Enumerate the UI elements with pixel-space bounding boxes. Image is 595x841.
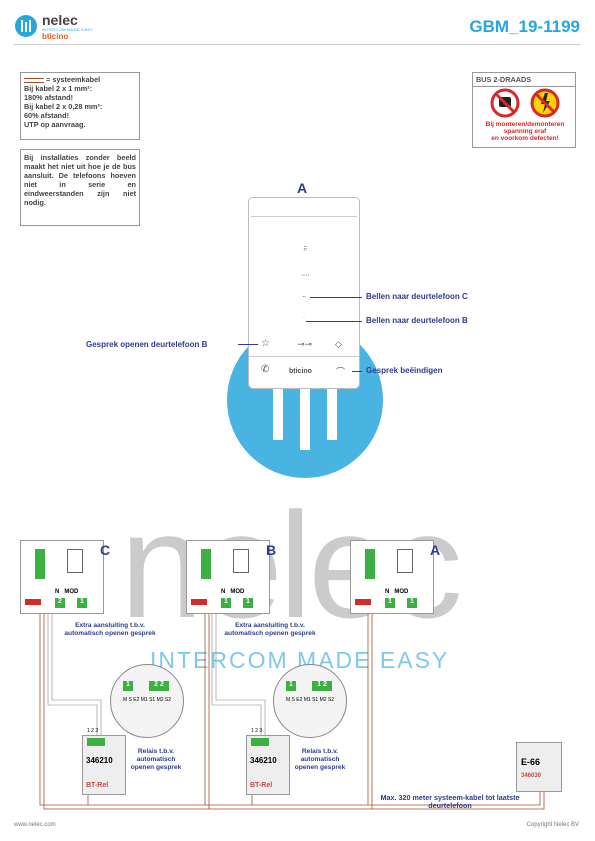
cable-title: = systeemkabel xyxy=(46,75,101,84)
relay-note: Relais t.b.v. automatisch openen gesprek xyxy=(294,748,346,771)
logo-icon xyxy=(15,15,37,37)
power-note: Max. 320 meter systeem-kabel tot laatste… xyxy=(380,793,520,810)
zoom-terminals: M S E2 M1 S1 M2 S2 xyxy=(285,697,335,703)
device-a: ⠿ ⠤⠤ ⠒ · ☆ ⊸⊸ ◇ ✆ bticino ⌒ xyxy=(248,197,360,389)
cable-line: UTP op aanvraag. xyxy=(24,120,86,129)
warning-text-1: Bij monteren/demonteren xyxy=(485,121,565,128)
header-rule xyxy=(14,44,580,45)
install-text: Bij installaties zonder beeld maakt het … xyxy=(24,153,136,207)
n-value: 1 xyxy=(221,598,231,608)
power-model: E-66 xyxy=(521,757,541,767)
handset-slot-icon xyxy=(233,549,249,573)
doc-code: GBM_19-1199 xyxy=(469,17,580,36)
mod-value: 1 xyxy=(407,598,417,608)
onoff-switch-icon xyxy=(191,599,207,605)
star-icon[interactable]: ☆ xyxy=(261,338,270,349)
cable-line: Bij kabel 2 x 1 mm²: xyxy=(24,84,93,93)
zoom-circle: 1 2 2 M S E2 M1 S1 M2 S2 xyxy=(110,664,184,738)
watermark-bars-icon xyxy=(273,370,337,450)
logo-tagline: INTERCOM MADE EASY xyxy=(42,27,94,32)
wall-unit-b: N MOD 1 1 xyxy=(186,540,270,614)
no-voltage-icon xyxy=(530,88,560,118)
device-label: A xyxy=(297,180,308,196)
callout-open-b: Gesprek openen deurtelefoon B xyxy=(86,340,208,349)
device-brand: bticino xyxy=(289,368,312,375)
handset-icon[interactable]: ✆ xyxy=(261,364,270,375)
eye-icon[interactable]: ◇ xyxy=(335,339,342,349)
relay-terminals: 1 2 3 xyxy=(87,728,99,734)
hangup-icon[interactable]: ⌒ xyxy=(336,367,346,377)
callout-arrow xyxy=(238,344,258,345)
zoom-circle: 1 1 2 M S E2 M1 S1 M2 S2 xyxy=(273,664,347,738)
callout-arrow xyxy=(352,371,362,372)
wall-unit-a: N MOD 1 1 xyxy=(350,540,434,614)
footer-left: www.nelec.com xyxy=(14,822,56,828)
install-note: Bij installaties zonder beeld maakt het … xyxy=(20,149,140,226)
warning-text-2: spanning eraf xyxy=(503,128,547,135)
onoff-switch-icon xyxy=(25,599,41,605)
device-bottom-line xyxy=(249,356,359,357)
extra-note: Extra aansluiting t.b.v. automatisch ope… xyxy=(224,622,316,637)
warning-icons xyxy=(490,88,560,118)
terminal-block-icon xyxy=(251,738,269,746)
warning-title: BUS 2-DRAADS xyxy=(473,73,575,87)
cable-line: 180% afstand! xyxy=(24,93,74,102)
callout-end: Gesprek beëindigen xyxy=(366,366,443,375)
relay-brand: BT-Rel xyxy=(86,782,109,789)
power-supply: E-66 346030 xyxy=(516,742,562,792)
terminal-block-icon xyxy=(365,549,375,579)
extra-note: Extra aansluiting t.b.v. automatisch ope… xyxy=(64,622,156,637)
footer-right: Copyright Nelec BV xyxy=(526,822,579,828)
onoff-switch-icon xyxy=(355,599,371,605)
relay-module: 1 2 3 346210 BT-Rel xyxy=(246,728,290,795)
mod-value: 1 xyxy=(77,598,87,608)
warning-text-3: en voorkom defecten! xyxy=(491,135,559,142)
unit-label: B xyxy=(266,542,277,558)
callout-call-c: Bellen naar deurtelefoon C xyxy=(366,292,468,301)
callout-arrow xyxy=(306,321,362,322)
no-plug-icon xyxy=(490,88,520,118)
callout-arrow xyxy=(310,297,362,298)
terminal-block-icon xyxy=(87,738,105,746)
call-b-dot-icon[interactable]: · xyxy=(303,315,305,321)
unit-label: A xyxy=(430,542,441,558)
relay-terminals: 1 2 3 xyxy=(251,728,263,734)
logo-sub: bticino xyxy=(42,32,69,41)
unit-label: C xyxy=(100,542,111,558)
key-icon[interactable]: ⊸⊸ xyxy=(297,339,313,349)
logo: nelec INTERCOM MADE EASY bticino xyxy=(14,12,104,44)
power-code: 346030 xyxy=(521,773,542,779)
cable-note: = systeemkabel Bij kabel 2 x 1 mm²: 180%… xyxy=(20,72,140,140)
callout-call-b: Bellen naar deurtelefoon B xyxy=(366,316,468,325)
logo-name: nelec xyxy=(42,12,78,28)
n-value: 2 xyxy=(55,598,65,608)
cable-line: 60% afstand! xyxy=(24,111,70,120)
relay-module: 1 2 3 346210 BT-Rel xyxy=(82,728,126,795)
cable-line: Bij kabel 2 x 0,28 mm²: xyxy=(24,102,103,111)
zoom-terminals: M S E2 M1 S1 M2 S2 xyxy=(122,697,172,703)
device-display-line xyxy=(251,216,357,217)
call-c-dots-icon[interactable]: ⠒ xyxy=(302,295,307,301)
warning-box: BUS 2-DRAADS Bij monteren/demonteren spa… xyxy=(472,72,576,148)
wall-unit-c: N MOD 2 1 xyxy=(20,540,104,614)
n-value: 1 xyxy=(385,598,395,608)
handset-slot-icon xyxy=(67,549,83,573)
handset-slot-icon xyxy=(397,549,413,573)
terminal-block-icon xyxy=(35,549,45,579)
speaker-dots-icon: ⠤⠤ xyxy=(301,272,310,278)
relay-code: 346210 xyxy=(86,756,113,765)
relay-brand: BT-Rel xyxy=(250,782,273,789)
mod-value: 1 xyxy=(243,598,253,608)
cable-swatch-icon xyxy=(24,77,44,83)
terminal-block-icon xyxy=(201,549,211,579)
relay-code: 346210 xyxy=(250,756,277,765)
speaker-dots-icon: ⠿ xyxy=(303,247,308,253)
relay-note: Relais t.b.v. automatisch openen gesprek xyxy=(130,748,182,771)
